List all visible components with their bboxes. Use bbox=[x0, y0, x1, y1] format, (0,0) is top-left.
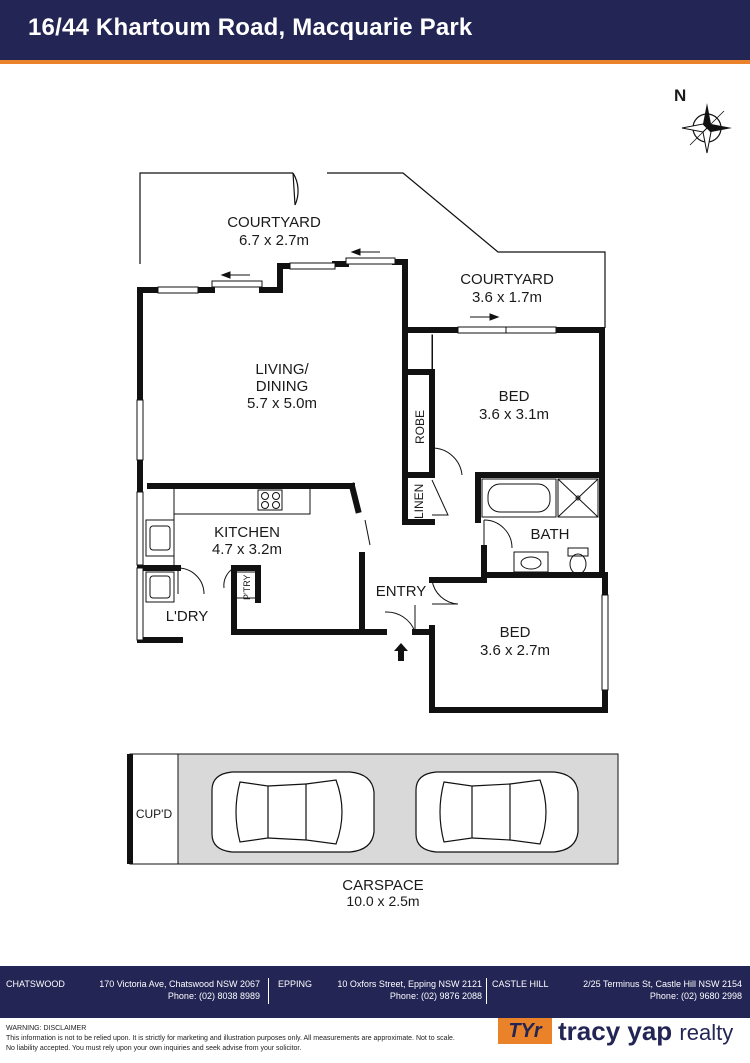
office-address: 2/25 Terminus St, Castle Hill NSW 2154 bbox=[583, 979, 742, 989]
kitchen-fixtures bbox=[145, 487, 311, 603]
walls bbox=[137, 259, 608, 713]
office-address: 170 Victoria Ave, Chatswood NSW 2067 bbox=[99, 979, 260, 989]
disclaimer-title: WARNING: DISCLAIMER bbox=[6, 1025, 87, 1032]
office-name: EPPING bbox=[278, 979, 313, 989]
living-label-line1: LIVING/ bbox=[255, 361, 309, 378]
logo-mark: TYr bbox=[498, 1018, 552, 1044]
footer-divider bbox=[486, 978, 487, 1004]
property-address-title: 16/44 Khartoum Road, Macquarie Park bbox=[28, 14, 473, 41]
living-label-line2: DINING bbox=[256, 378, 309, 395]
robe-label: ROBE bbox=[413, 410, 427, 444]
living-size: 5.7 x 5.0m bbox=[247, 395, 317, 412]
footer-disclaimer-area bbox=[0, 1018, 750, 1063]
car-icon bbox=[211, 771, 375, 853]
linen-label: LINEN bbox=[412, 484, 426, 519]
bed2-label: BED bbox=[500, 624, 531, 641]
laundry-label: L'DRY bbox=[166, 608, 209, 625]
office-name: CHATSWOOD bbox=[6, 979, 65, 989]
kitchen-label: KITCHEN bbox=[214, 524, 280, 541]
entry-arrow-icon bbox=[394, 643, 408, 661]
disclaimer-line1: This information is not to be relied upo… bbox=[6, 1035, 455, 1042]
footer-band bbox=[0, 966, 750, 1018]
carspace-size: 10.0 x 2.5m bbox=[346, 893, 419, 909]
courtyard-main-label: COURTYARD bbox=[227, 214, 321, 231]
floor-plan: N bbox=[127, 86, 732, 909]
header-bar bbox=[0, 0, 750, 60]
bed1-label: BED bbox=[499, 388, 530, 405]
office-name: CASTLE HILL bbox=[492, 979, 549, 989]
footer-divider bbox=[268, 978, 269, 1004]
pantry-label: P'TRY bbox=[242, 574, 252, 600]
office-phone: Phone: (02) 9680 2998 bbox=[649, 991, 742, 1001]
disclaimer-line2: No liability accepted. You must rely upo… bbox=[6, 1045, 302, 1052]
entry-label: ENTRY bbox=[376, 583, 427, 600]
header-accent-stripe bbox=[0, 60, 750, 64]
cupboard-label: CUP'D bbox=[136, 807, 173, 821]
logo-suffix: realty bbox=[679, 1020, 734, 1045]
kitchen-size: 4.7 x 3.2m bbox=[212, 541, 282, 558]
logo-name: tracy yap bbox=[558, 1016, 673, 1046]
courtyard-main-size: 6.7 x 2.7m bbox=[239, 232, 309, 249]
car-icon bbox=[415, 771, 579, 853]
carspace: CUP'D bbox=[127, 753, 619, 865]
sliding-door-arrows bbox=[220, 248, 500, 546]
bed1-size: 3.6 x 3.1m bbox=[479, 406, 549, 423]
door-swings bbox=[177, 334, 513, 633]
courtyard-side-size: 3.6 x 1.7m bbox=[472, 289, 542, 306]
compass-north-label: N bbox=[674, 86, 686, 105]
windows bbox=[136, 257, 609, 691]
office-address: 10 Oxfors Street, Epping NSW 2121 bbox=[337, 979, 482, 989]
disclaimer: WARNING: DISCLAIMER This information is … bbox=[6, 1024, 486, 1054]
logo-text: tracy yap realty bbox=[558, 1014, 733, 1050]
compass-icon: N bbox=[674, 86, 732, 154]
bed2-size: 3.6 x 2.7m bbox=[480, 642, 550, 659]
office-phone: Phone: (02) 9876 2088 bbox=[389, 991, 482, 1001]
bath-label: BATH bbox=[531, 526, 570, 543]
courtyard-outline bbox=[139, 172, 606, 328]
office-phone: Phone: (02) 8038 8989 bbox=[167, 991, 260, 1001]
carspace-label: CARSPACE bbox=[342, 877, 423, 894]
bath-fixtures bbox=[481, 478, 599, 575]
courtyard-side-label: COURTYARD bbox=[460, 271, 554, 288]
